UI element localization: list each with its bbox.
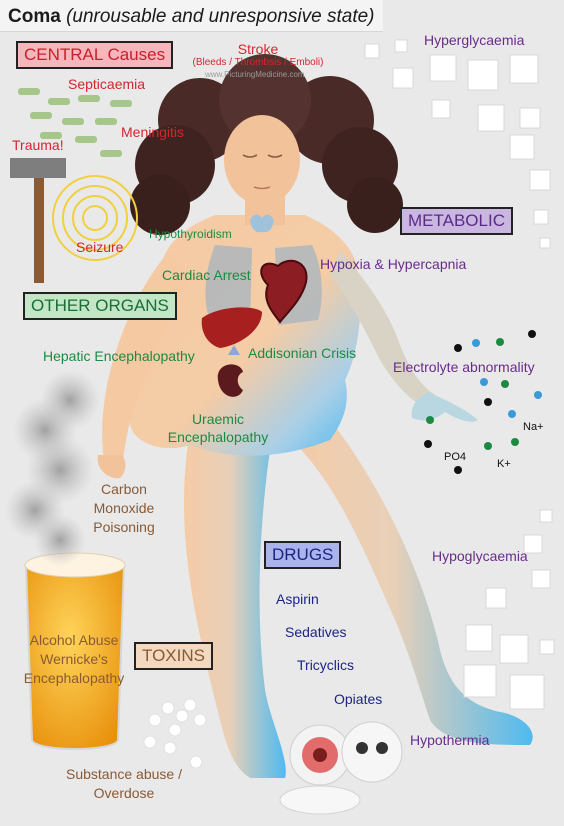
- label-overdose: Overdose: [93, 785, 155, 801]
- label-stroke: Stroke: [237, 41, 279, 57]
- liver: [201, 307, 262, 348]
- kidney: [217, 364, 243, 397]
- category-other-organs: OTHER ORGANS: [23, 292, 177, 320]
- seizure-rings: [52, 175, 138, 261]
- hair: [130, 54, 403, 235]
- hammer-icon: [10, 158, 66, 283]
- label-hepatic: Hepatic Encephalopathy: [43, 348, 195, 364]
- label-hypothyroidism: Hypothyroidism: [149, 227, 232, 241]
- right-arm: [330, 250, 435, 410]
- label-encephalopathy: Encephalopathy: [23, 670, 125, 686]
- drug-item: Aspirin: [276, 591, 319, 607]
- label-stroke-detail: (Bleeds / Thrombsis / Emboli): [192, 57, 324, 68]
- label-po4: PO4: [444, 451, 467, 463]
- label-monoxide: Monoxide: [93, 500, 155, 516]
- label-uraemic-encephalopathy: Encephalopathy: [167, 429, 269, 445]
- adrenal-gland: [228, 345, 240, 355]
- category-toxins: TOXINS: [134, 642, 213, 670]
- category-metabolic: METABOLIC: [400, 207, 513, 235]
- label-hypoglycaemia: Hypoglycaemia: [432, 548, 528, 564]
- label-alcohol-abuse: Alcohol Abuse: [29, 632, 119, 648]
- drug-item: Tricyclics: [297, 657, 355, 673]
- label-seizure: Seizure: [76, 239, 124, 255]
- label-septicaemia: Septicaemia: [68, 76, 146, 92]
- aspirin-tablet: [279, 785, 361, 815]
- beer-glass: [24, 564, 126, 750]
- left-hand: [97, 455, 126, 479]
- label-carbon: Carbon: [101, 481, 147, 497]
- label-k: K+: [497, 458, 511, 470]
- left-leg: [184, 430, 286, 778]
- label-hypothermia: Hypothermia: [410, 732, 490, 748]
- label-trauma: Trauma!: [12, 137, 64, 153]
- bacteria: [18, 88, 132, 157]
- label-substance-abuse: Substance abuse /: [66, 766, 182, 782]
- label-hypoxia: Hypoxia & Hypercapnia: [320, 256, 467, 272]
- drug-item: Sedatives: [285, 624, 347, 640]
- thyroid: [250, 214, 274, 233]
- label-cardiac-arrest: Cardiac Arrest: [162, 267, 251, 283]
- label-electrolyte: Electrolyte abnormality: [393, 359, 535, 375]
- closed-eyes: [242, 154, 283, 158]
- sugar-cubes: [364, 39, 555, 710]
- watermark: www.PicturingMedicine.com: [205, 70, 305, 79]
- smoke: [5, 370, 100, 566]
- label-na: Na+: [523, 421, 544, 433]
- category-central: CENTRAL Causes: [16, 41, 174, 69]
- title-bar: [0, 0, 383, 32]
- drug-item: Opiates: [334, 691, 383, 707]
- page-title: Coma (unrousable and unresponsive state): [8, 6, 375, 28]
- category-drugs: DRUGS: [264, 541, 342, 569]
- electrolyte-dots: [424, 330, 542, 474]
- title-sub: (unrousable and unresponsive state): [66, 6, 375, 27]
- title-main: Coma: [8, 6, 61, 27]
- heart-icon: [260, 259, 308, 324]
- eyes-pill: [341, 721, 403, 783]
- label-addisonian: Addisonian Crisis: [248, 345, 357, 361]
- mouth: [253, 186, 271, 190]
- label-uraemic: Uraemic: [191, 411, 245, 427]
- label-hyperglycaemia: Hyperglycaemia: [424, 32, 525, 48]
- head: [224, 115, 300, 205]
- label-meningitis: Meningitis: [121, 124, 185, 140]
- right-hand: [411, 392, 478, 422]
- label-wernickes: Wernicke's: [40, 651, 108, 667]
- label-poisoning: Poisoning: [93, 519, 155, 535]
- right-leg: [280, 420, 533, 745]
- pills: [143, 698, 207, 769]
